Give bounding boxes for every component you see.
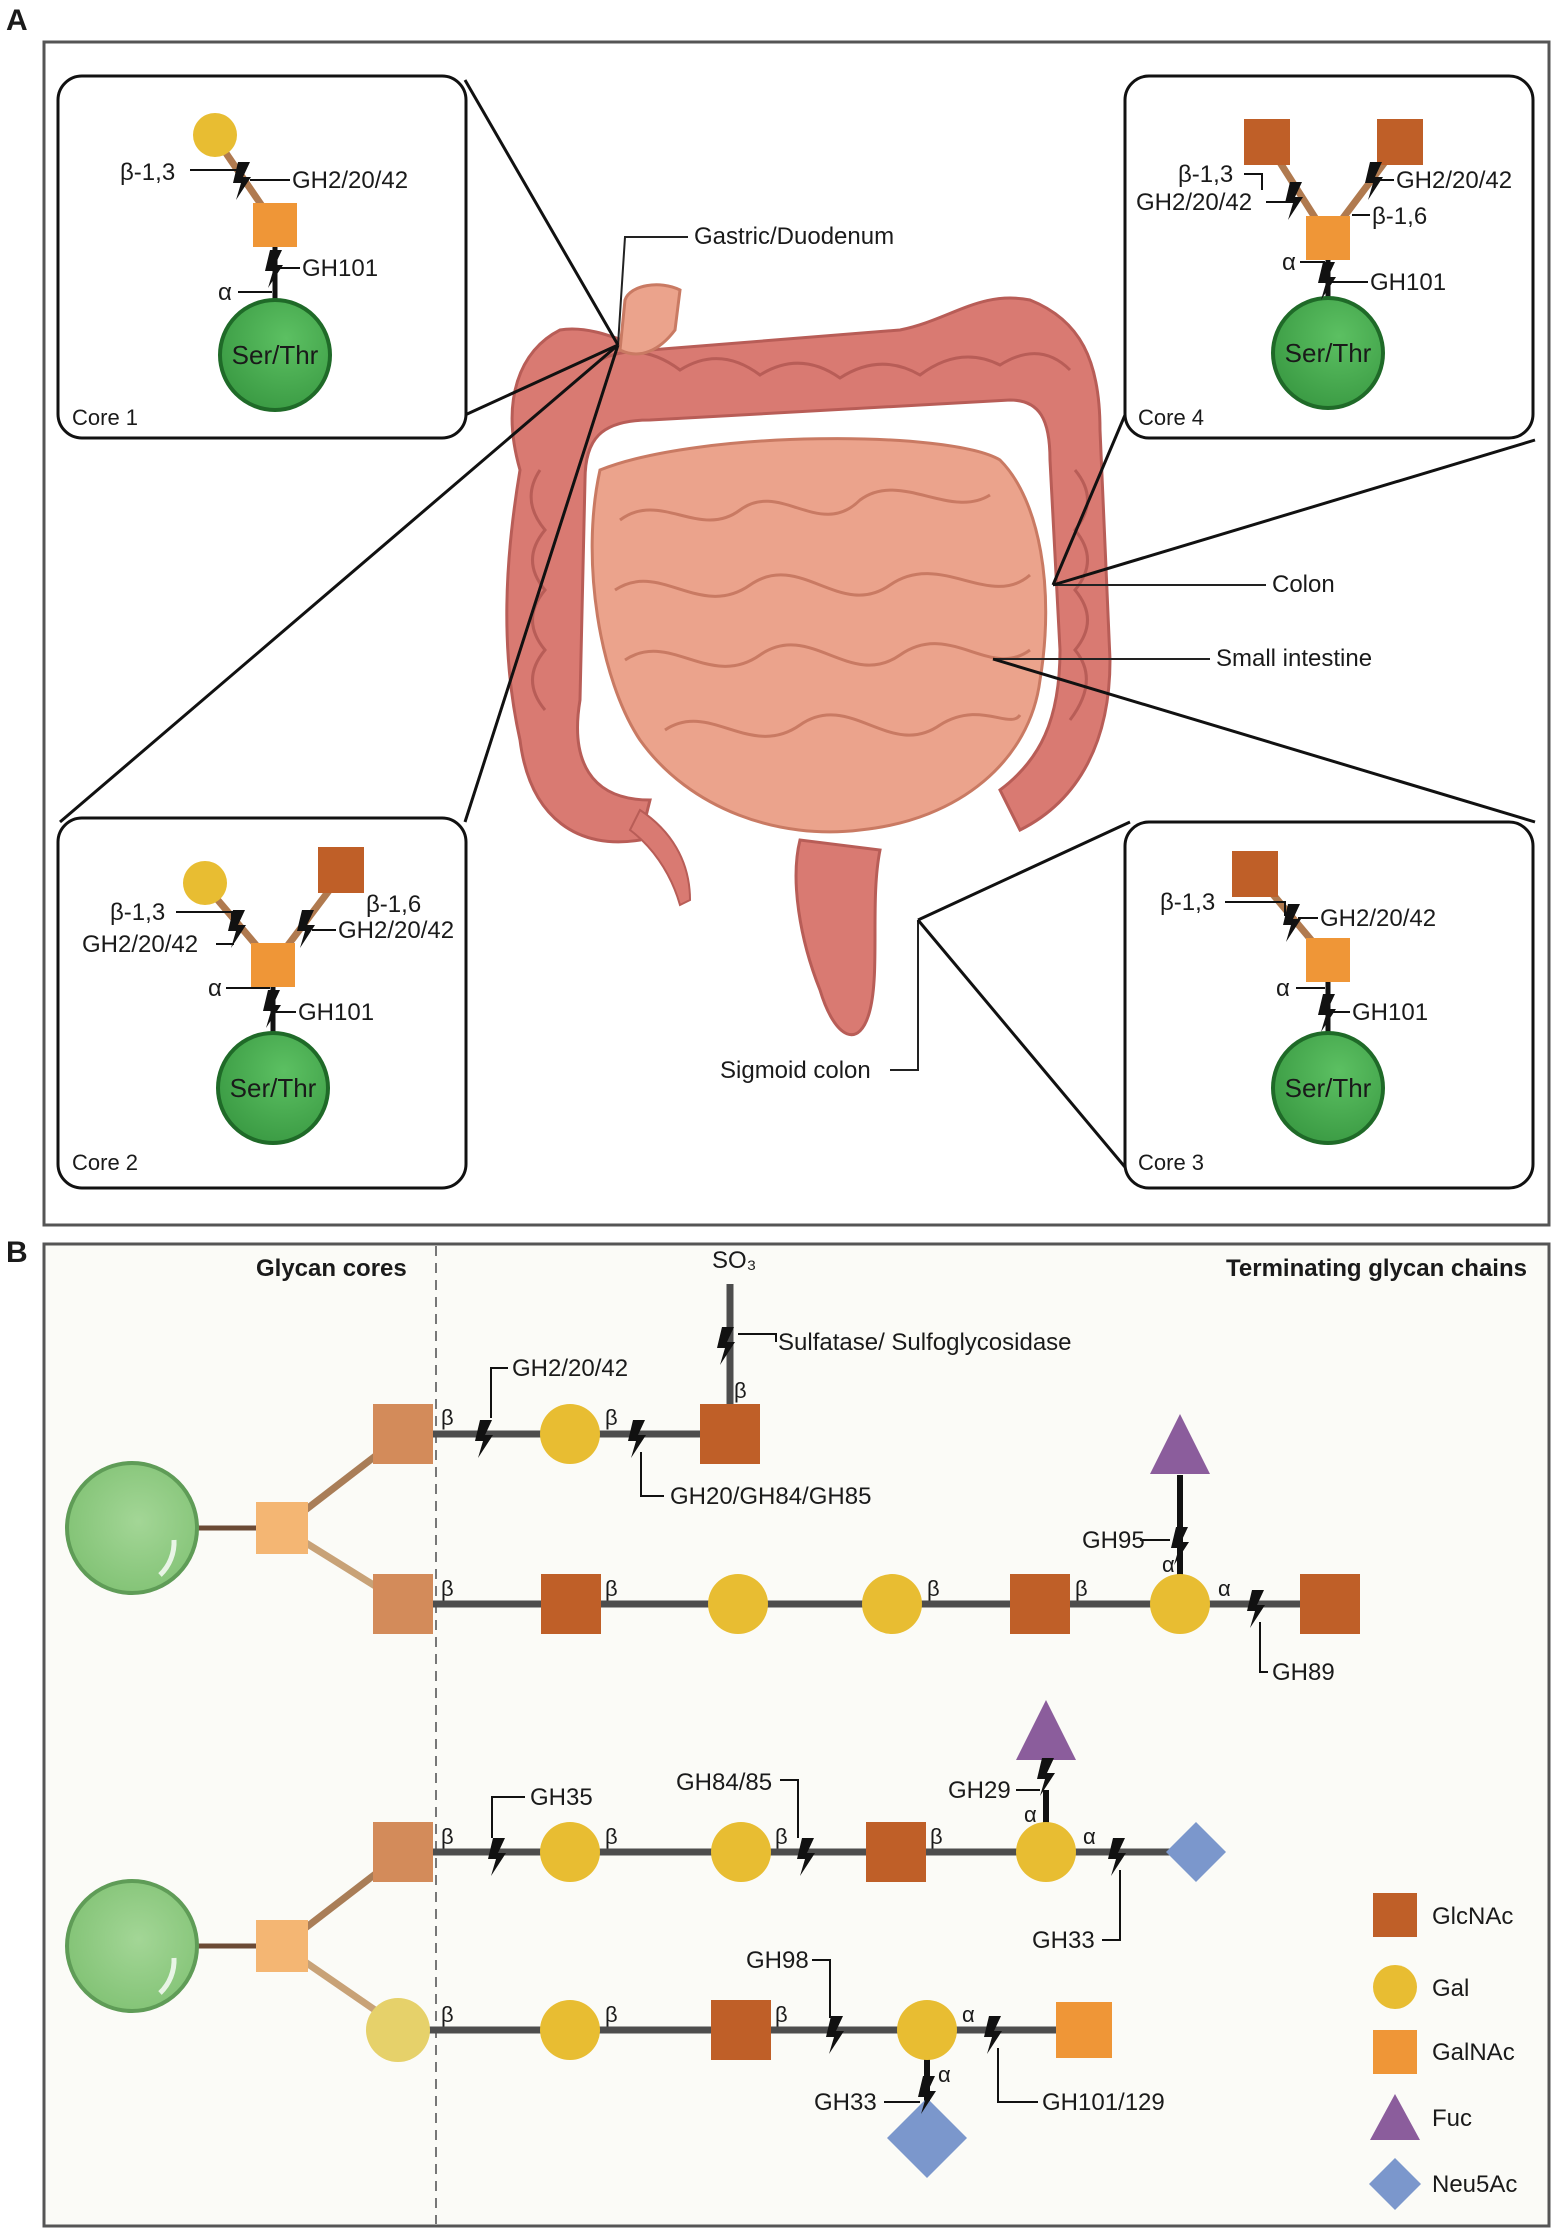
beta-label: β [441, 1824, 454, 1849]
beta-label: β [441, 1576, 454, 1601]
gh89-label: GH89 [1272, 1659, 1335, 1686]
core3-alpha-label: α [1276, 975, 1290, 1002]
gh101-129-label: GH101/129 [1042, 2089, 1165, 2116]
legend: GlcNAc Gal GalNAc Fuc Neu5Ac [1369, 1893, 1517, 2210]
terminating-chains-header: Terminating glycan chains [1226, 1255, 1527, 1282]
core4-b16-label: β-1,6 [1372, 203, 1427, 230]
core4-b13-label: β-1,3 [1178, 161, 1233, 188]
gh-top-label: GH2/20/42 [512, 1355, 628, 1382]
alpha-label: α [1024, 1802, 1037, 1827]
legend-neu5ac-swatch [1369, 2158, 1421, 2210]
core1-gh-branch-label: GH2/20/42 [292, 167, 408, 194]
core2-name: Core 2 [72, 1150, 138, 1175]
core2-gh-alpha-label: GH101 [298, 999, 374, 1026]
duodenum-shape [618, 283, 682, 356]
gal-residue [193, 113, 237, 157]
panel-a-letter: A [6, 4, 28, 37]
sulfatase-label: Sulfatase/ Sulfoglycosidase [778, 1329, 1072, 1356]
gh33-a-label: GH33 [1032, 1927, 1095, 1954]
gastric-duodenum-label: Gastric/Duodenum [694, 223, 894, 250]
legend-galnac-swatch [1373, 2030, 1417, 2074]
gh98-label: GH98 [746, 1947, 809, 1974]
core3-peptide-label: Ser/Thr [1285, 1073, 1372, 1103]
core3-b13-label: β-1,3 [1160, 889, 1215, 916]
core1-gh-alpha-label: GH101 [302, 255, 378, 282]
beta-label: β [775, 1824, 788, 1849]
sigmoid-shape [794, 838, 882, 1036]
beta-label: β [605, 1405, 618, 1430]
core2-gh-left-label: GH2/20/42 [82, 931, 198, 958]
core4-alpha-label: α [1282, 249, 1296, 276]
core4-gh-left-label: GH2/20/42 [1136, 189, 1252, 216]
small-intestine-label: Small intestine [1216, 645, 1372, 672]
glycan-cores-header: Glycan cores [256, 1255, 407, 1282]
core1-alpha-label: α [218, 279, 232, 306]
legend-gal-swatch [1373, 1965, 1417, 2009]
beta-label: β [927, 1576, 940, 1601]
gh84-85-label: GH84/85 [676, 1769, 772, 1796]
beta-label: β [775, 2002, 788, 2027]
glycan-structure-1: β β β β β β β α α SO₃ Sulfatase/ Sulfogl… [65, 1247, 1360, 1686]
beta-label: β [1075, 1576, 1088, 1601]
alpha-label: α [1218, 1576, 1231, 1601]
intestine-illustration [505, 283, 1112, 1036]
legend-galnac-label: GalNAc [1432, 2039, 1515, 2066]
gh33-b-label: GH33 [814, 2089, 877, 2116]
legend-neu5ac-label: Neu5Ac [1432, 2171, 1517, 2198]
core1-peptide-label: Ser/Thr [232, 340, 319, 370]
core4-name: Core 4 [1138, 405, 1204, 430]
legend-fuc-swatch [1370, 2094, 1420, 2140]
colon-shape [505, 296, 1112, 844]
core4-gh-alpha-label: GH101 [1370, 269, 1446, 296]
beta-label: β [605, 2002, 618, 2027]
core4-peptide-label: Ser/Thr [1285, 338, 1372, 368]
alpha-label: α [1083, 1824, 1096, 1849]
gh95-label: GH95 [1082, 1527, 1145, 1554]
legend-glcnac-label: GlcNAc [1432, 1903, 1513, 1930]
core4-gh-right-label: GH2/20/42 [1396, 167, 1512, 194]
galnac-residue [253, 203, 297, 247]
so3-label: SO₃ [712, 1247, 756, 1274]
core2-b13-label: β-1,3 [110, 899, 165, 926]
core2-gh-right-label: GH2/20/42 [338, 917, 454, 944]
core3-panel: Ser/Thr β-1,3 GH2/20/42 α GH101 Core 3 [1123, 820, 1535, 1190]
core3-gh-branch-label: GH2/20/42 [1320, 905, 1436, 932]
colon-label: Colon [1272, 571, 1335, 598]
panel-b-frame [42, 1242, 1551, 2228]
organ-callouts: Gastric/Duodenum Colon Small intestine S… [59, 79, 1536, 1186]
alpha-label: α [938, 2062, 951, 2087]
beta-label: β [441, 2002, 454, 2027]
core3-gh-alpha-label: GH101 [1352, 999, 1428, 1026]
core3-name: Core 3 [1138, 1150, 1204, 1175]
beta-label: β [734, 1378, 747, 1403]
core4-panel: Ser/Thr β-1,3 GH2/20/42 GH2/20/42 β-1,6 … [1123, 74, 1535, 440]
legend-fuc-label: Fuc [1432, 2105, 1472, 2132]
core1-panel: Ser/Thr β-1,3 GH2/20/42 GH101 α Core 1 [56, 74, 468, 440]
gh29-label: GH29 [948, 1777, 1011, 1804]
core2-panel: Ser/Thr β-1,3 GH2/20/42 β-1,6 GH2/20/42 … [56, 816, 468, 1190]
beta-label: β [930, 1824, 943, 1849]
legend-glcnac-swatch [1373, 1893, 1417, 1937]
alpha-label: α [1162, 1552, 1175, 1577]
core2-b16-label: β-1,6 [366, 891, 421, 918]
core1-b13-label: β-1,3 [120, 159, 175, 186]
legend-gal-label: Gal [1432, 1975, 1469, 2002]
core1-name: Core 1 [72, 405, 138, 430]
core2-peptide-label: Ser/Thr [230, 1073, 317, 1103]
gh35-label: GH35 [530, 1784, 593, 1811]
core2-alpha-label: α [208, 975, 222, 1002]
beta-label: β [441, 1405, 454, 1430]
small-intestine-shape [590, 437, 1048, 834]
sigmoid-colon-label: Sigmoid colon [720, 1057, 871, 1084]
alpha-label: α [962, 2002, 975, 2027]
gh20-84-85-label: GH20/GH84/GH85 [670, 1483, 871, 1510]
beta-label: β [605, 1576, 618, 1601]
beta-label: β [605, 1824, 618, 1849]
serthr-residue [218, 298, 332, 412]
panel-b-letter: B [6, 1236, 28, 1269]
glycan-structure-2: β β β β α α β β β α α GH35 GH84/85 GH29 … [65, 1700, 1226, 2178]
